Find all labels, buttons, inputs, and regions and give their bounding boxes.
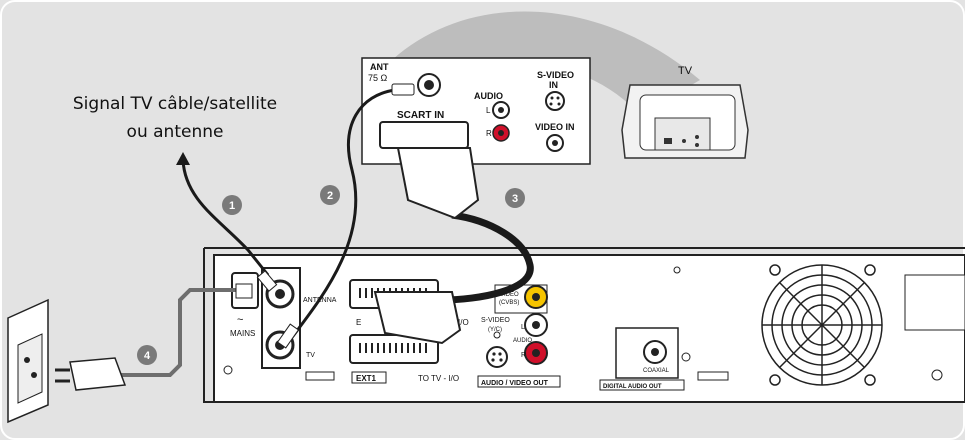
tv-label: TV xyxy=(678,65,693,77)
svideo-label-2: (Y/C) xyxy=(488,327,502,333)
step-marker-4: 4 xyxy=(137,345,157,365)
wall-socket-icon xyxy=(7,298,49,424)
tv-ant-label: ANT xyxy=(370,62,389,72)
tv-connection-panel: ANT 75 Ω AUDIO L R S-VIDEO IN VIDEO IN S… xyxy=(361,57,591,165)
caption-line-1: Signal TV câble/satellite xyxy=(72,94,278,114)
digital-audio-out-label: DIGITAL AUDIO OUT xyxy=(603,384,662,390)
tv-jack-label: TV xyxy=(306,352,315,359)
step-1-label: 1 xyxy=(229,200,235,212)
ext2-label: E xyxy=(356,318,361,327)
audio-l-label: L xyxy=(521,324,525,331)
tv-video-in-label: VIDEO IN xyxy=(535,122,575,132)
av-out-label: AUDIO / VIDEO OUT xyxy=(481,380,549,387)
fan-grille-icon xyxy=(761,264,883,386)
svideo-label-1: S-VIDEO xyxy=(481,317,510,324)
step-4-label: 4 xyxy=(144,350,151,362)
video-cvbs-label-2: (CVBS) xyxy=(499,300,519,306)
step-3-label: 3 xyxy=(512,193,518,205)
tv-ohm-label: 75 Ω xyxy=(368,73,388,83)
signal-caption: Signal TV câble/satellite ou antenne xyxy=(55,90,295,146)
step-2-label: 2 xyxy=(327,190,333,202)
tv-scart-in-label: SCART IN xyxy=(397,110,444,121)
caption-line-2: ou antenne xyxy=(126,122,224,142)
ext1-label: EXT1 xyxy=(356,374,377,383)
av-audio-label: AUDIO xyxy=(513,338,532,344)
mains-label: MAINS xyxy=(230,329,255,338)
mains-plug-icon xyxy=(69,357,127,391)
tv-scart-socket-icon xyxy=(379,121,469,149)
svideo-out-jack-icon xyxy=(486,346,508,368)
tv-icon: TV xyxy=(621,65,749,159)
tv-audio-r-label: R xyxy=(486,129,492,138)
coaxial-label: COAXIAL xyxy=(643,368,670,374)
step-marker-1: 1 xyxy=(222,195,242,215)
rf-cable xyxy=(288,88,396,341)
tv-audio-label: AUDIO xyxy=(474,91,503,101)
ext2-io-label: I/O xyxy=(458,318,469,327)
antenna-cable xyxy=(181,159,270,276)
video-cvbs-label-1: VIDEO xyxy=(500,292,519,298)
tv-svideo-label-1: S-VIDEO xyxy=(537,70,574,80)
tv-audio-l-label: L xyxy=(486,106,491,115)
audio-r-label: R xyxy=(521,352,526,359)
tv-svideo-label-2: IN xyxy=(549,80,558,90)
step-marker-3: 3 xyxy=(505,188,525,208)
to-tv-io-label: TO TV - I/O xyxy=(418,374,459,383)
mains-cable xyxy=(110,288,245,377)
scart-cable xyxy=(439,211,534,304)
step-marker-2: 2 xyxy=(320,185,340,205)
recorder-rear-panel: ~ MAINS ANTENNA TV E I/O EXT1 TO TV - I xyxy=(203,247,965,403)
tv-svideo-jack-icon xyxy=(545,91,565,111)
mains-tilde: ~ xyxy=(237,314,243,326)
